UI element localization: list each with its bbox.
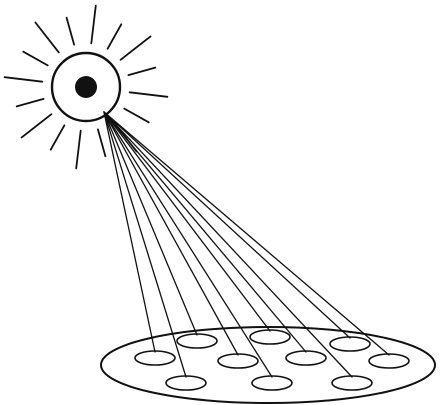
- light-beam: [104, 112, 270, 331]
- light-beam: [104, 112, 306, 352]
- sun-ray: [23, 52, 47, 66]
- sun-ray: [128, 68, 155, 76]
- sun-ray: [35, 23, 58, 53]
- sun-ray: [124, 109, 148, 123]
- sun-ray: [5, 77, 43, 82]
- small-ellipse: [250, 330, 290, 344]
- small-ellipse: [135, 351, 175, 365]
- target-ellipses: [135, 330, 409, 390]
- sun-ray: [91, 6, 96, 44]
- small-ellipse: [330, 337, 370, 351]
- sun-ray: [130, 92, 168, 97]
- sun-ray: [17, 99, 44, 107]
- small-ellipse: [369, 354, 409, 368]
- small-ellipse: [166, 376, 206, 390]
- small-ellipse: [218, 354, 258, 368]
- sun-ray: [67, 18, 75, 45]
- small-ellipse: [332, 376, 372, 390]
- light-beam: [104, 112, 389, 355]
- sun-ray: [108, 24, 122, 48]
- sun-ray: [51, 125, 65, 149]
- light-beam: [104, 112, 197, 335]
- small-ellipse: [286, 351, 326, 365]
- light-beam: [104, 112, 155, 352]
- sun-icon: [52, 53, 120, 121]
- light-beam: [104, 112, 186, 377]
- sun-ray: [76, 131, 81, 169]
- small-ellipse: [177, 334, 217, 348]
- sun-ray: [98, 129, 106, 156]
- light-beam: [104, 112, 350, 338]
- sun-ray: [22, 114, 52, 137]
- light-beam: [104, 112, 272, 377]
- pupil-dot: [75, 76, 97, 98]
- small-ellipse: [252, 376, 292, 390]
- sun-ray: [121, 36, 151, 59]
